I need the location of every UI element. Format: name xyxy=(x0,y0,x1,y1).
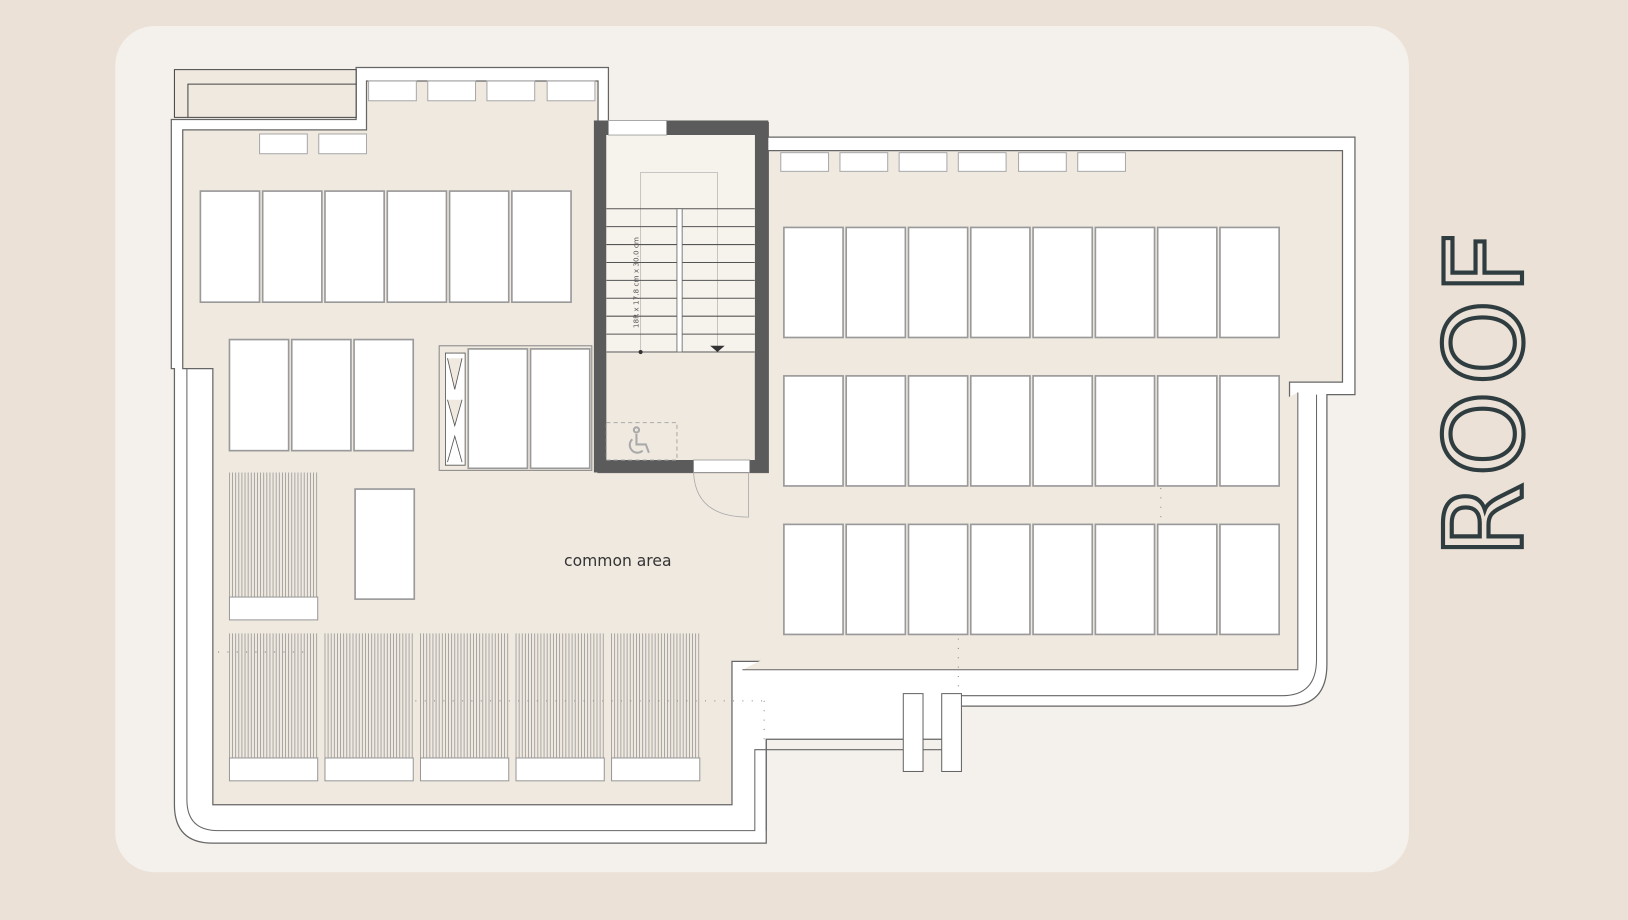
unit-fins xyxy=(229,472,318,598)
solar-panel xyxy=(467,348,529,470)
solar-panel xyxy=(969,375,1031,487)
stair-door[interactable] xyxy=(693,459,751,473)
heat-pump-unit xyxy=(515,633,605,782)
heat-pump-units xyxy=(228,472,701,782)
heat-pump-unit xyxy=(419,633,510,782)
stair-core: 18R x 17.8 cm x 30.0 cm xyxy=(593,120,769,518)
unit-base xyxy=(228,596,319,621)
solar-panel xyxy=(1156,375,1218,487)
strip-line xyxy=(187,83,357,118)
dotted-guides xyxy=(218,488,1162,740)
solar-panel xyxy=(783,523,844,636)
stair-note: 18R x 17.8 cm x 30.0 cm xyxy=(632,237,641,328)
solar-panel xyxy=(1219,226,1280,339)
solar-panel xyxy=(290,338,352,452)
stair-start-dot xyxy=(638,349,643,355)
skylight xyxy=(546,80,596,102)
solar-panel xyxy=(511,190,572,304)
solar-panel xyxy=(1032,375,1094,487)
skylight xyxy=(318,133,368,155)
solar-panel xyxy=(1094,523,1156,636)
solar-panel xyxy=(448,190,510,304)
solar-panel xyxy=(1094,375,1156,487)
equipment-frame xyxy=(438,345,593,471)
solar-panel xyxy=(907,523,969,636)
solar-panel xyxy=(907,226,969,339)
heat-pump-unit xyxy=(228,472,319,621)
solar-panel xyxy=(969,226,1031,339)
door-swing xyxy=(693,472,750,518)
area-label: common area xyxy=(564,552,671,570)
skylight xyxy=(780,152,830,172)
vent-unit xyxy=(445,352,466,466)
unit-fins xyxy=(420,633,509,758)
solar-panel xyxy=(1156,226,1218,339)
down-arrow-icon xyxy=(710,345,725,353)
unit-base xyxy=(228,757,319,782)
skylight xyxy=(839,152,889,172)
post xyxy=(902,693,924,772)
solar-panel xyxy=(845,226,907,339)
solar-panel xyxy=(1219,523,1280,636)
unit-base xyxy=(324,757,414,782)
solar-panel xyxy=(529,348,591,470)
heat-pump-unit xyxy=(228,633,319,782)
solar-panel xyxy=(783,375,844,487)
solar-panel xyxy=(907,375,969,487)
solar-panel xyxy=(845,523,907,636)
unit-base xyxy=(419,757,510,782)
unit-fins xyxy=(611,633,700,758)
skylight xyxy=(1018,152,1067,172)
solar-panel xyxy=(1219,375,1280,487)
stair-divider xyxy=(676,208,683,353)
skylight xyxy=(427,80,477,102)
solar-panel xyxy=(353,338,415,452)
solar-panels xyxy=(199,80,1280,636)
solar-panel xyxy=(261,190,323,304)
stair-window xyxy=(608,120,667,136)
unit-fins xyxy=(515,633,604,758)
post xyxy=(941,693,962,772)
solar-panel xyxy=(199,190,261,304)
skylight xyxy=(368,80,417,102)
top-left-strip xyxy=(173,69,357,118)
floor-title: ROOF xyxy=(1423,226,1548,558)
skylight xyxy=(898,152,948,172)
solar-panel xyxy=(324,190,385,304)
heat-pump-unit xyxy=(611,633,701,782)
skylight xyxy=(957,152,1007,172)
solar-panel xyxy=(1032,523,1094,636)
wheelchair-space xyxy=(605,422,678,461)
solar-panel xyxy=(845,375,907,487)
unit-fins xyxy=(324,633,413,758)
solar-panel xyxy=(783,226,844,339)
unit-base xyxy=(611,757,701,782)
solar-panel xyxy=(386,190,448,304)
skylight xyxy=(486,80,536,102)
unit-fins xyxy=(229,633,318,758)
solar-panel xyxy=(1156,523,1218,636)
solar-panel xyxy=(228,338,290,452)
solar-panel xyxy=(969,523,1031,636)
heat-pump-unit xyxy=(324,633,414,782)
outer-parapet-inner-line xyxy=(186,368,1318,832)
wheelchair-icon xyxy=(628,426,650,454)
skylight xyxy=(259,133,308,155)
skylight xyxy=(1077,152,1126,172)
solar-panel xyxy=(1094,226,1156,339)
unit-base xyxy=(515,757,605,782)
solar-panel xyxy=(354,488,416,600)
solar-panel xyxy=(1032,226,1094,339)
